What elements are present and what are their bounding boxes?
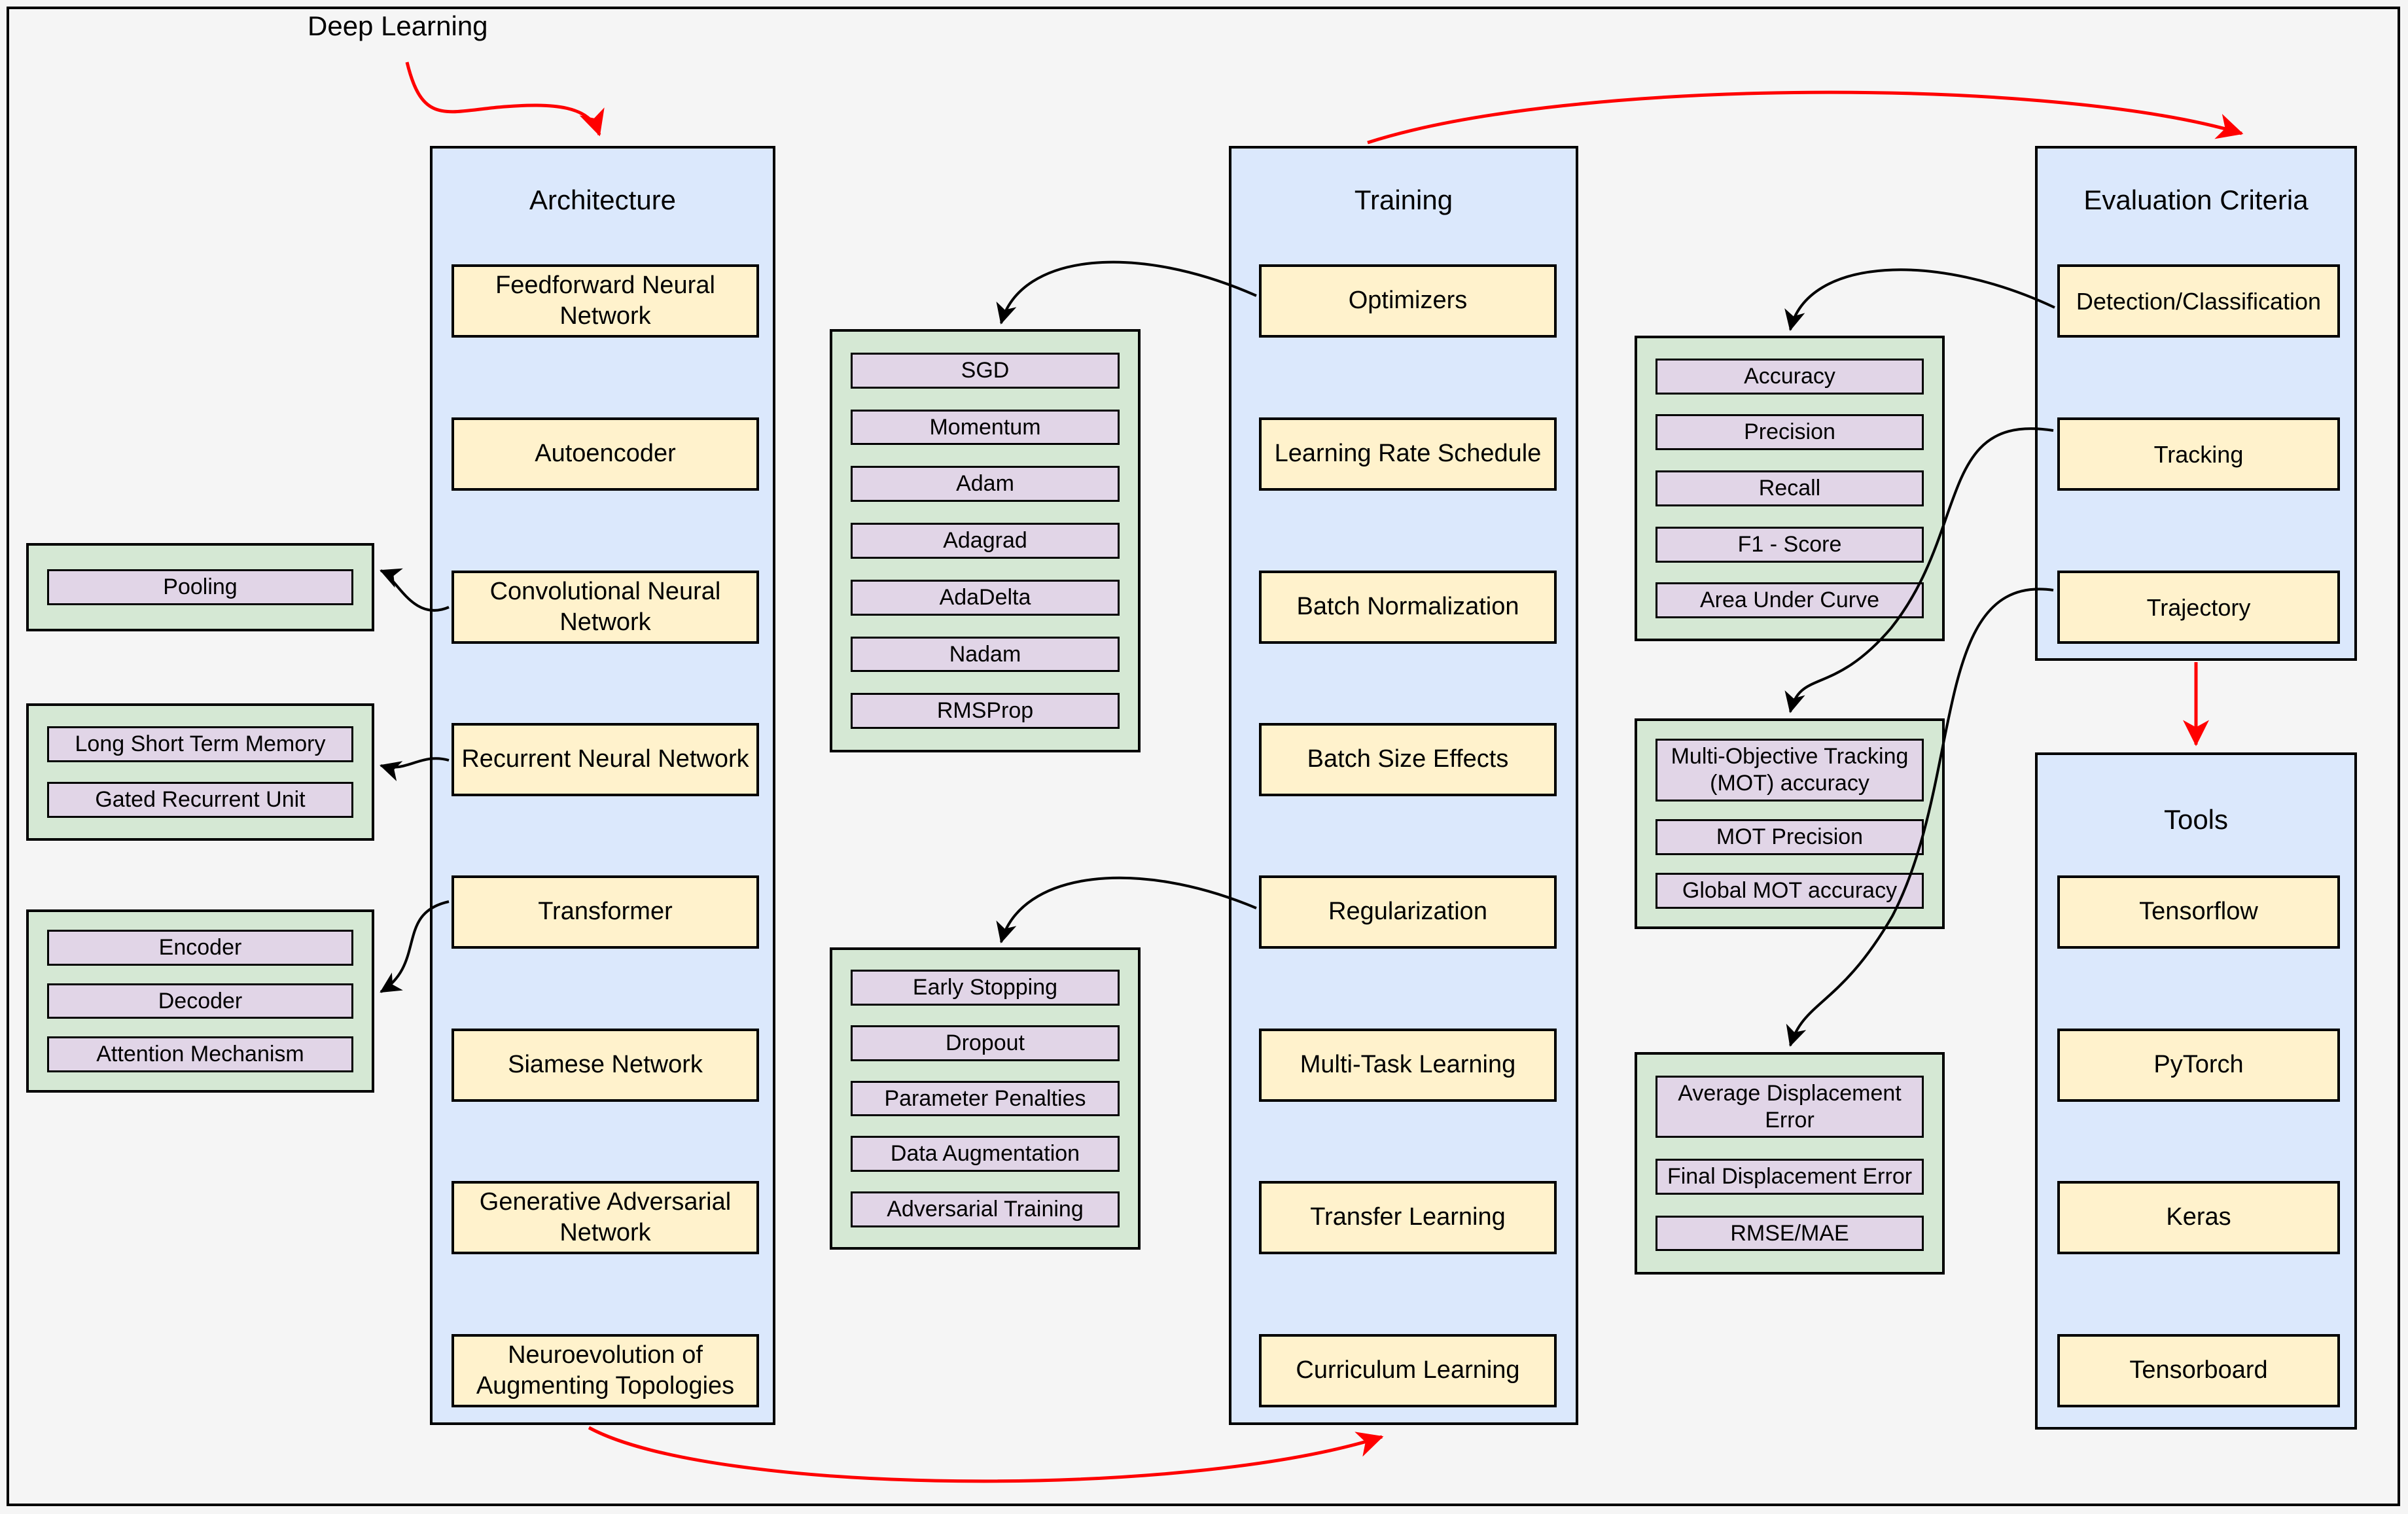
item-momentum: Momentum [851, 409, 1120, 446]
column-architecture-title: Architecture [529, 185, 677, 215]
column-architecture: Architecture Feedforward Neural Network … [430, 146, 775, 1425]
item-adadelta: AdaDelta [851, 579, 1120, 616]
cluster-detection-metrics: Accuracy Precision Recall F1 - Score Are… [1635, 336, 1945, 641]
item-rmsprop: RMSProp [851, 693, 1120, 730]
item-early-stopping: Early Stopping [851, 970, 1120, 1006]
cluster-transformer-components: Encoder Decoder Attention Mechanism [26, 909, 374, 1093]
item-lstm: Long Short Term Memory [47, 726, 353, 762]
item-mot-precision: MOT Precision [1656, 819, 1924, 855]
column-training: Training Optimizers Learning Rate Schedu… [1229, 146, 1578, 1425]
cluster-regularization: Early Stopping Dropout Parameter Penalti… [830, 947, 1141, 1250]
column-tools-title: Tools [2163, 804, 2229, 835]
node-autoencoder: Autoencoder [452, 417, 759, 491]
node-pytorch: PyTorch [2057, 1029, 2340, 1102]
column-training-title: Training [1354, 185, 1453, 215]
column-evaluation-criteria: Evaluation Criteria Detection/Classifica… [2035, 146, 2357, 661]
cluster-tracking-metrics: Multi-Objective Tracking (MOT) accuracy … [1635, 718, 1945, 929]
cluster-recurrent-units: Long Short Term Memory Gated Recurrent U… [26, 703, 374, 841]
cluster-pooling: Pooling [26, 543, 374, 631]
item-precision: Precision [1656, 414, 1924, 451]
node-batch-size-effects: Batch Size Effects [1259, 723, 1557, 796]
node-recurrent-neural-network: Recurrent Neural Network [452, 723, 759, 796]
node-generative-adversarial-network: Generative Adversarial Network [452, 1181, 759, 1254]
item-nadam: Nadam [851, 636, 1120, 673]
item-data-augmentation: Data Augmentation [851, 1136, 1120, 1172]
node-transformer: Transformer [452, 875, 759, 949]
item-adam: Adam [851, 466, 1120, 502]
item-dropout: Dropout [851, 1025, 1120, 1061]
node-transfer-learning: Transfer Learning [1259, 1181, 1557, 1254]
item-gru: Gated Recurrent Unit [47, 782, 353, 819]
cluster-trajectory-metrics: Average Displacement Error Final Displac… [1635, 1052, 1945, 1275]
node-tensorflow: Tensorflow [2057, 875, 2340, 949]
item-decoder: Decoder [47, 983, 353, 1019]
item-final-displacement-error: Final Displacement Error [1656, 1159, 1924, 1195]
item-pooling: Pooling [47, 569, 353, 605]
node-detection-classification: Detection/Classification [2057, 264, 2340, 338]
item-sgd: SGD [851, 352, 1120, 389]
item-accuracy: Accuracy [1656, 358, 1924, 395]
root-label: Deep Learning [308, 10, 488, 41]
node-neuroevolution: Neuroevolution of Augmenting Topologies [452, 1334, 759, 1407]
item-rmse-mae: RMSE/MAE [1656, 1215, 1924, 1252]
item-area-under-curve: Area Under Curve [1656, 582, 1924, 619]
node-tensorboard: Tensorboard [2057, 1334, 2340, 1407]
node-learning-rate-schedule: Learning Rate Schedule [1259, 417, 1557, 491]
item-f1-score: F1 - Score [1656, 526, 1924, 563]
column-tools: Tools Tensorflow PyTorch Keras Tensorboa… [2035, 752, 2357, 1430]
item-recall: Recall [1656, 470, 1924, 506]
cluster-optimizers: SGD Momentum Adam Adagrad AdaDelta Nadam… [830, 329, 1141, 752]
item-parameter-penalties: Parameter Penalties [851, 1080, 1120, 1117]
outer-border [7, 7, 2400, 1506]
node-siamese-network: Siamese Network [452, 1029, 759, 1102]
node-tracking: Tracking [2057, 417, 2340, 491]
node-optimizers: Optimizers [1259, 264, 1557, 338]
item-attention-mechanism: Attention Mechanism [47, 1036, 353, 1073]
column-evaluation-title: Evaluation Criteria [2083, 185, 2309, 215]
node-multi-task-learning: Multi-Task Learning [1259, 1029, 1557, 1102]
item-adagrad: Adagrad [851, 523, 1120, 559]
node-trajectory: Trajectory [2057, 571, 2340, 644]
item-average-displacement-error: Average Displacement Error [1656, 1075, 1924, 1138]
node-keras: Keras [2057, 1181, 2340, 1254]
node-regularization: Regularization [1259, 875, 1557, 949]
item-encoder: Encoder [47, 929, 353, 966]
node-curriculum-learning: Curriculum Learning [1259, 1334, 1557, 1407]
item-adversarial-training: Adversarial Training [851, 1191, 1120, 1227]
node-feedforward-neural-network: Feedforward Neural Network [452, 264, 759, 338]
item-global-mot-accuracy: Global MOT accuracy [1656, 873, 1924, 909]
node-batch-normalization: Batch Normalization [1259, 571, 1557, 644]
item-mot-accuracy: Multi-Objective Tracking (MOT) accuracy [1656, 739, 1924, 801]
node-convolutional-neural-network: Convolutional Neural Network [452, 571, 759, 644]
